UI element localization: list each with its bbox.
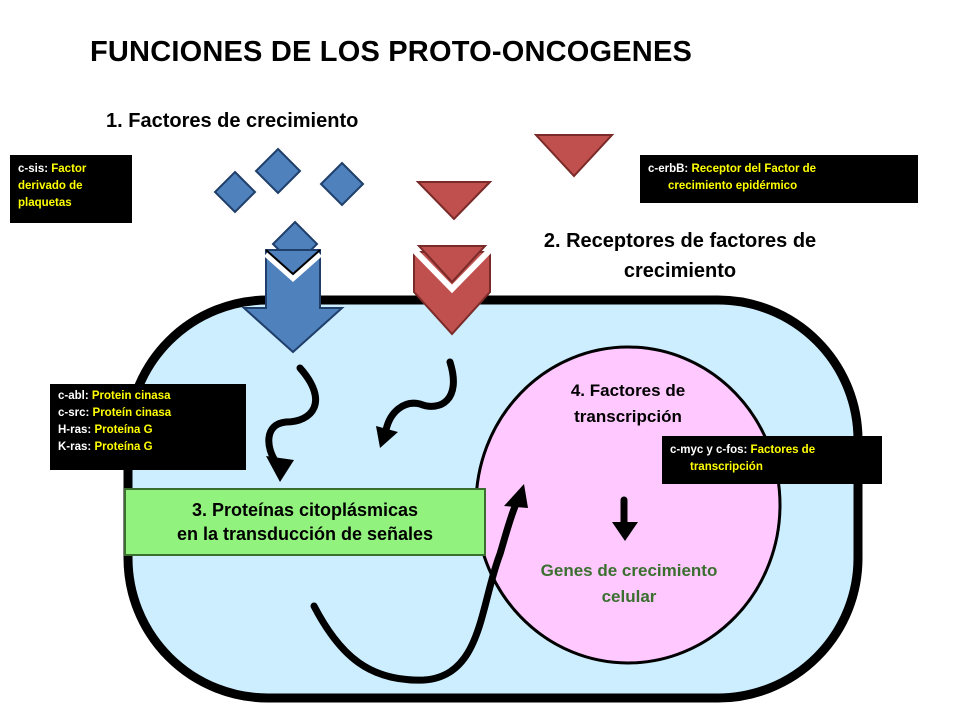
- growth-factor-icons: [213, 147, 365, 268]
- info-box-cmyc: c-myc y c-fos: Factores de transcripción: [662, 436, 882, 484]
- heading-growth-factors: 1. Factores de crecimiento: [106, 110, 359, 132]
- info-box-cytoplasmic-proteins: c-abl: Protein cinasa c-src: Proteín cin…: [50, 384, 246, 470]
- page-title: FUNCIONES DE LOS PROTO-ONCOGENES: [90, 36, 693, 68]
- signal-arrows: [265, 358, 628, 684]
- heading-transcription-factors: 4. Factores de transcripción: [570, 381, 686, 426]
- arrowheads: [266, 426, 638, 541]
- heading-receptors: 2. Receptores de factores de crecimiento: [543, 230, 817, 282]
- cytoplasmic-proteins-box: 3. Proteínas citoplásmicas en la transdu…: [124, 488, 486, 556]
- cell-growth-genes-label: Genes de crecimiento celular: [540, 561, 718, 606]
- info-box-cerbb: c-erbB: Receptor del Factor de crecimien…: [640, 155, 918, 203]
- blue-receptor-icon: [241, 249, 345, 354]
- receptor-factor-icons: [415, 134, 615, 221]
- red-receptor-icon: [411, 245, 493, 336]
- info-box-csis: c-sis: Factor derivado de plaquetas: [10, 155, 132, 223]
